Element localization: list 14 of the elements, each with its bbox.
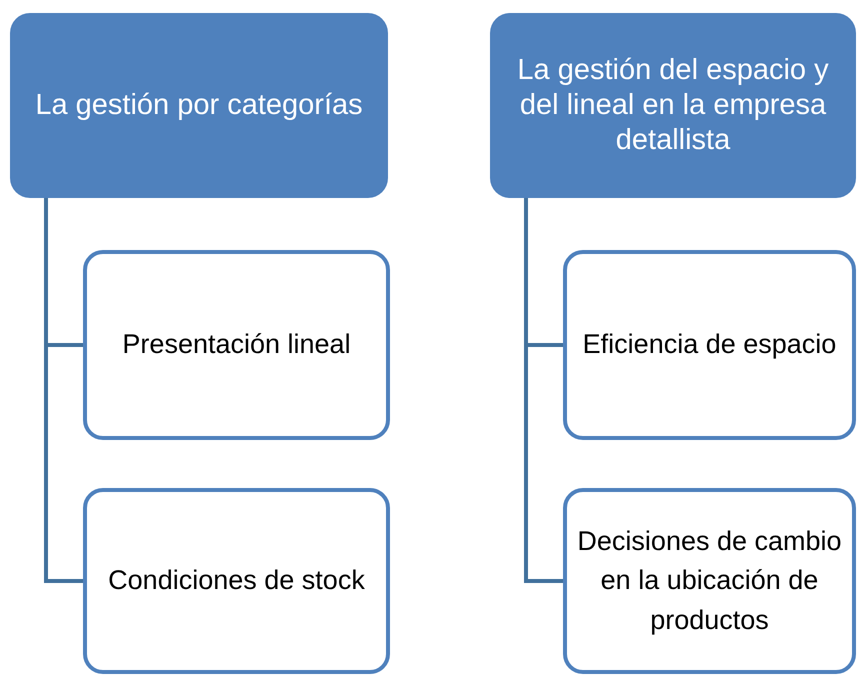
process-box: [83, 250, 390, 440]
node-label: Eficiencia de espacio: [582, 328, 838, 362]
node-label: Condiciones de stock: [107, 564, 366, 598]
node-label: Presentación lineal: [121, 328, 352, 362]
header-box: [490, 13, 856, 198]
header-box: [10, 13, 388, 198]
node-label: La gestión del espacio y del lineal en la empresa detallista: [516, 53, 830, 158]
process-box: [563, 250, 856, 440]
process-box: [563, 488, 856, 674]
node-label: Decisiones de cambio en la ubicación de productos: [576, 525, 843, 637]
connector-line: [44, 198, 83, 583]
connector-line: [524, 198, 563, 583]
process-box: [83, 488, 390, 674]
node-label: La gestión por categorías: [34, 88, 364, 123]
